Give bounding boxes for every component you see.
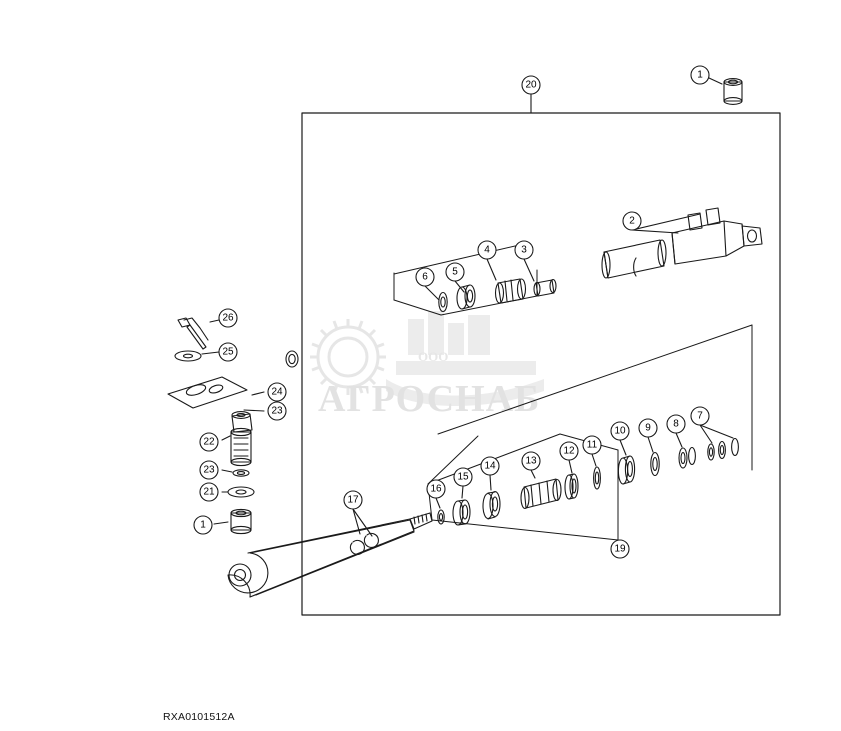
callout-label-15: 15 [457, 472, 469, 483]
callout-label-13: 13 [525, 456, 537, 467]
callout-label-25: 25 [222, 347, 234, 358]
part-code-label: RXA0101512A [163, 711, 235, 723]
callout-label-26: 26 [222, 313, 234, 324]
callout-bubble-8 [666, 414, 686, 434]
callout-label-12: 12 [563, 446, 575, 457]
callout-label-20: 20 [525, 80, 537, 91]
callout-bubble-10 [610, 421, 630, 441]
callout-label-16: 16 [430, 484, 442, 495]
callout-bubble-19 [610, 539, 630, 559]
callout-label-1a: 1 [697, 70, 703, 81]
part-washer-25 [174, 350, 202, 362]
callout-bubble-20 [521, 75, 541, 95]
part-bolt [177, 317, 209, 350]
callout-bubble-17 [343, 490, 363, 510]
callout-bubble-21 [199, 482, 219, 502]
part-cylinder-barrel [601, 207, 763, 279]
part-seal-kit [437, 437, 739, 526]
callout-label-14: 14 [484, 461, 496, 472]
callout-label-8: 8 [673, 419, 679, 430]
callout-bubble-2 [622, 211, 642, 231]
callout-label-11: 11 [587, 440, 598, 451]
callout-bubble-23b [267, 401, 287, 421]
callout-bubble-14 [480, 456, 500, 476]
part-pin-stack [227, 411, 255, 498]
callout-bubble-12 [559, 441, 579, 461]
callout-bubble-9 [638, 418, 658, 438]
callout-bubble-13 [521, 451, 541, 471]
callout-bubble-1a [690, 65, 710, 85]
callout-bubble-1b [193, 515, 213, 535]
part-rod-eye [227, 512, 433, 598]
callout-label-7: 7 [697, 411, 703, 422]
callout-bubble-15 [453, 467, 473, 487]
callout-bubble-23 [199, 460, 219, 480]
callout-bubble-4 [477, 240, 497, 260]
callout-bubble-25 [218, 342, 238, 362]
callout-label-19: 19 [614, 544, 626, 555]
callout-label-6: 6 [422, 272, 428, 283]
callout-label-4: 4 [484, 245, 490, 256]
callout-label-24: 24 [271, 387, 283, 398]
part-mount-plate [167, 376, 248, 409]
callout-label-3: 3 [521, 245, 527, 256]
callout-labels: 1 20 2 3 4 5 6 26 25 24 23 22 23 21 1 17… [200, 70, 703, 555]
callout-label-23b: 23 [271, 406, 283, 417]
callout-bubble-7 [690, 406, 710, 426]
callout-bubble-11 [582, 435, 602, 455]
callout-bubble-24 [267, 382, 287, 402]
callout-label-5: 5 [452, 267, 458, 278]
callout-bubble-22 [199, 432, 219, 452]
callout-label-10: 10 [614, 426, 626, 437]
callout-bubble-3 [514, 240, 534, 260]
callout-label-21: 21 [203, 487, 215, 498]
callout-label-17: 17 [347, 495, 359, 506]
callout-bubble-16 [426, 479, 446, 499]
part-bushing-bottom [230, 508, 252, 535]
callout-label-22: 22 [203, 437, 215, 448]
callout-bubble-6 [415, 267, 435, 287]
callout-bubble-5 [445, 262, 465, 282]
part-oring-small [285, 350, 299, 368]
part-gland-stack [438, 278, 557, 313]
callout-bubble-26 [218, 308, 238, 328]
callout-group [193, 65, 710, 559]
callout-label-2: 2 [629, 216, 635, 227]
callout-label-1b: 1 [200, 520, 206, 531]
callout-label-23: 23 [203, 465, 215, 476]
diagram-frame [301, 112, 781, 616]
part-bushing-top [723, 78, 743, 105]
callout-label-9: 9 [645, 423, 651, 434]
